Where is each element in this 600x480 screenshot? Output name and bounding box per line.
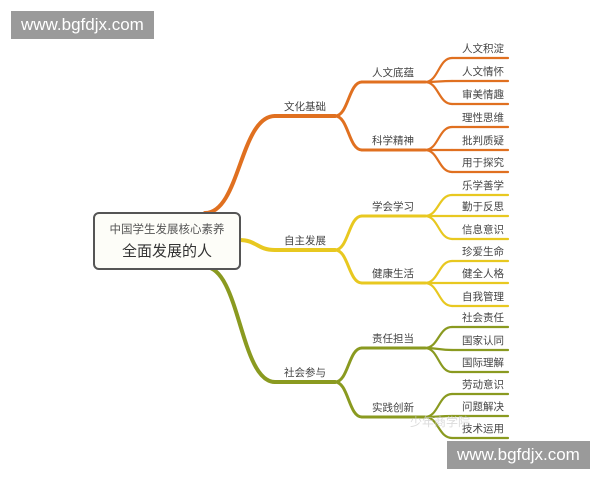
sub-branch-line (333, 346, 364, 384)
root-title: 全面发展的人 (121, 242, 212, 260)
leaf-node[interactable]: 审美情趣 (462, 89, 504, 101)
branch-line (237, 238, 277, 252)
sub-branch-line (333, 114, 364, 152)
leaf-node[interactable]: 信息意识 (462, 224, 504, 236)
leaf-node[interactable]: 人文情怀 (462, 66, 504, 78)
faint-watermark: 少年商学院 (410, 415, 471, 429)
root-node: 中国学生发展核心素养 全面发展的人 (93, 212, 241, 270)
branch-node[interactable]: 文化基础 (284, 101, 326, 113)
sub-branch-node[interactable]: 责任担当 (372, 333, 414, 345)
leaf-line (423, 281, 454, 308)
leaf-node[interactable]: 国家认同 (462, 335, 504, 347)
sub-branch-line (333, 214, 364, 252)
leaf-line (423, 125, 454, 152)
leaf-node[interactable]: 技术运用 (462, 423, 504, 435)
leaf-line (423, 415, 454, 440)
leaf-node[interactable]: 劳动意识 (462, 379, 504, 391)
leaf-node[interactable]: 社会责任 (462, 312, 504, 324)
watermark-top: www.bgfdjx.com (11, 11, 154, 39)
leaf-node[interactable]: 理性思维 (462, 112, 504, 124)
sub-branch-line (333, 80, 364, 118)
sub-branch-line (333, 248, 364, 285)
leaf-node[interactable]: 珍爱生命 (462, 246, 504, 258)
sub-branch-line (333, 380, 364, 419)
branch-node[interactable]: 社会参与 (284, 367, 326, 379)
root-subtitle: 中国学生发展核心素养 (109, 222, 225, 236)
branch-line (203, 114, 277, 215)
sub-branch-node[interactable]: 健康生活 (372, 268, 414, 280)
leaf-line (423, 80, 454, 106)
leaf-node[interactable]: 用于探究 (462, 157, 504, 169)
sub-branch-node[interactable]: 学会学习 (372, 201, 414, 213)
leaf-line (423, 214, 454, 241)
leaf-line (423, 325, 454, 350)
leaf-node[interactable]: 问题解决 (462, 401, 504, 413)
leaf-line (423, 148, 454, 174)
leaf-node[interactable]: 勤于反思 (462, 201, 504, 213)
leaf-node[interactable]: 健全人格 (462, 268, 504, 280)
branch-line (203, 265, 277, 384)
leaf-line (423, 56, 454, 84)
leaf-node[interactable]: 自我管理 (462, 291, 504, 303)
leaf-node[interactable]: 乐学善学 (462, 180, 504, 192)
branch-node[interactable]: 自主发展 (284, 235, 326, 247)
leaf-line (423, 259, 454, 285)
leaf-node[interactable]: 国际理解 (462, 357, 504, 369)
leaf-node[interactable]: 批判质疑 (462, 135, 504, 147)
sub-branch-node[interactable]: 实践创新 (372, 402, 414, 414)
sub-branch-node[interactable]: 人文底蕴 (372, 67, 414, 79)
leaf-node[interactable]: 人文积淀 (462, 43, 504, 55)
leaf-line (423, 346, 454, 374)
leaf-line (423, 193, 454, 218)
sub-branch-node[interactable]: 科学精神 (372, 135, 414, 147)
watermark-bottom: www.bgfdjx.com (447, 441, 590, 469)
